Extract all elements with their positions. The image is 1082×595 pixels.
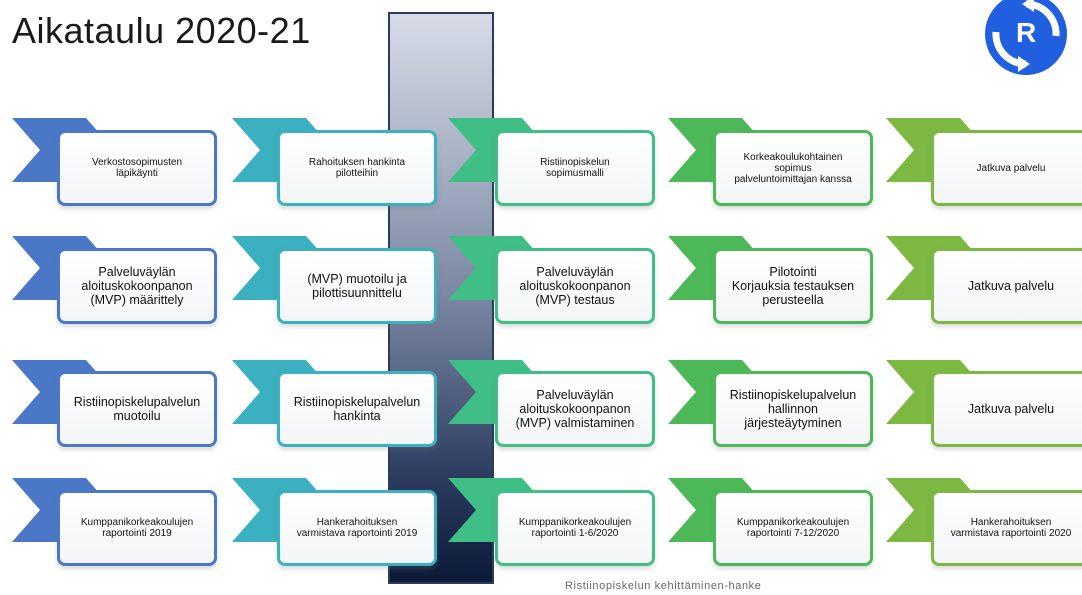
timeline-card-text: Palveluväylän aloituskokoonpanon (MVP) v…	[515, 388, 635, 430]
timeline-card-text: Jatkuva palvelu	[967, 402, 1055, 416]
timeline-card-text: Hankerahoituksen varmistava raportointi …	[296, 517, 418, 539]
timeline-card: Kumppanikorkeakoulujen raportointi 2019	[57, 490, 217, 566]
timeline-card-text: Hankerahoituksen varmistava raportointi …	[950, 517, 1072, 539]
timeline-card: (MVP) muotoilu ja pilottisuunnittelu	[277, 248, 437, 324]
timeline-card-text: Ristiinopiskelupalvelun hallinnon järjes…	[729, 388, 857, 430]
timeline-card-text: Palveluväylän aloituskokoonpanon (MVP) t…	[519, 265, 631, 307]
timeline-card: Ristiinopiskelupalvelun hallinnon järjes…	[713, 371, 873, 447]
timeline-card: Kumppanikorkeakoulujen raportointi 7-12/…	[713, 490, 873, 566]
footer-text: Ristiinopiskelun kehittäminen-hanke	[565, 580, 762, 592]
timeline-card-text: Ristiinopiskelupalvelun muotoilu	[73, 395, 201, 423]
timeline-card: Pilotointi Korjauksia testauksen peruste…	[713, 248, 873, 324]
timeline-card: Palveluväylän aloituskokoonpanon (MVP) v…	[495, 371, 655, 447]
timeline-card-text: Pilotointi Korjauksia testauksen peruste…	[731, 265, 855, 307]
r-arrows-logo-icon: R	[985, 0, 1067, 75]
timeline-card: Jatkuva palvelu	[931, 248, 1082, 324]
timeline-card: Jatkuva palvelu	[931, 371, 1082, 447]
timeline-card: Verkostosopimusten läpikäynti	[57, 130, 217, 206]
svg-text:R: R	[1016, 17, 1036, 48]
timeline-card: Hankerahoituksen varmistava raportointi …	[277, 490, 437, 566]
page-title: Aikataulu 2020-21	[12, 10, 311, 51]
timeline-card: Hankerahoituksen varmistava raportointi …	[931, 490, 1082, 566]
timeline-card-text: Rahoituksen hankinta pilotteihin	[308, 157, 406, 179]
timeline-card: Korkeakoulukohtainen sopimus palveluntoi…	[713, 130, 873, 206]
timeline-card: Palveluväylän aloituskokoonpanon (MVP) t…	[495, 248, 655, 324]
timeline-card-text: Jatkuva palvelu	[967, 279, 1055, 293]
timeline-card: Ristiinopiskelupalvelun hankinta	[277, 371, 437, 447]
timeline-card: Ristiinopiskelupalvelun muotoilu	[57, 371, 217, 447]
timeline-card-text: Kumppanikorkeakoulujen raportointi 1-6/2…	[518, 517, 632, 539]
timeline-card: Ristiinopiskelun sopimusmalli	[495, 130, 655, 206]
timeline-card-text: Verkostosopimusten läpikäynti	[91, 157, 183, 179]
timeline-card-text: (MVP) muotoilu ja pilottisuunnittelu	[307, 272, 407, 300]
timeline-card-text: Ristiinopiskelun sopimusmalli	[540, 157, 610, 179]
timeline-card: Kumppanikorkeakoulujen raportointi 1-6/2…	[495, 490, 655, 566]
timeline-card-text: Korkeakoulukohtainen sopimus palveluntoi…	[734, 151, 852, 185]
timeline-card: Palveluväylän aloituskokoonpanon (MVP) m…	[57, 248, 217, 324]
timeline-card-text: Palveluväylän aloituskokoonpanon (MVP) m…	[81, 265, 193, 307]
timeline-card-text: Jatkuva palvelu	[976, 162, 1046, 174]
timeline-card: Rahoituksen hankinta pilotteihin	[277, 130, 437, 206]
timeline-card-text: Ristiinopiskelupalvelun hankinta	[293, 395, 421, 423]
timeline-card: Jatkuva palvelu	[931, 130, 1082, 206]
timeline-card-text: Kumppanikorkeakoulujen raportointi 2019	[80, 517, 194, 539]
timeline-card-text: Kumppanikorkeakoulujen raportointi 7-12/…	[736, 517, 850, 539]
